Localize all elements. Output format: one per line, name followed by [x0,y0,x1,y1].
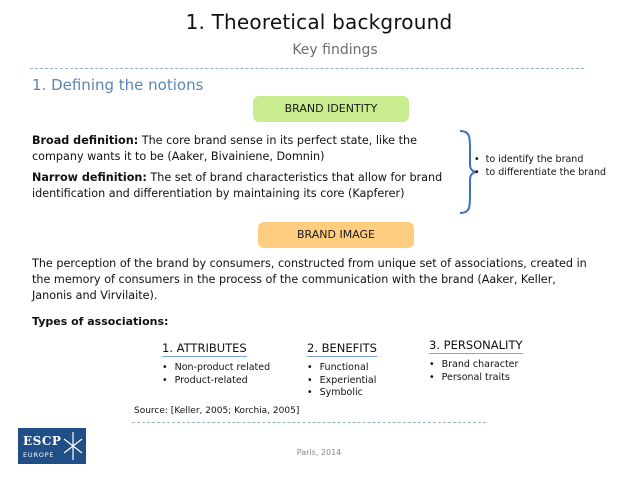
list-item: • to identify the brand [474,154,584,165]
curly-brace-icon [459,130,479,214]
list-item: Personal traits [429,372,523,385]
attributes-heading: 1. ATTRIBUTES [162,341,247,357]
associations-title: Types of associations: [32,315,169,328]
footer-text: Paris, 2014 [296,448,342,457]
identity-purpose-list: • to identify the brand • to differentia… [474,153,606,179]
list-item: Experiential [307,375,377,388]
list-item: Symbolic [307,387,377,400]
logo-text-sub: EUROPE [23,451,55,459]
list-item: • to differentiate the brand [474,167,607,178]
top-divider [30,68,584,69]
section-title: 1. Defining the notions [32,76,204,94]
logo-text-main: ESCP [23,434,62,448]
brand-image-label: BRAND IMAGE [258,222,414,248]
slide-title: 1. Theoretical background [185,10,453,34]
list-item: Brand character [429,359,523,372]
brand-image-definition: The perception of the brand by consumers… [32,257,587,302]
slide-subtitle: Key findings [292,42,378,58]
bottom-divider [132,422,486,423]
list-item: Non-product related [162,362,271,375]
list-item: Functional [307,362,377,375]
brand-identity-label: BRAND IDENTITY [253,96,409,122]
personality-heading: 3. PERSONALITY [429,338,523,354]
narrow-definition-term: Narrow definition: [32,171,147,184]
association-column-attributes: 1. ATTRIBUTES Non-product related Produc… [162,341,270,387]
benefits-heading: 2. BENEFITS [307,341,377,357]
broad-definition-text: The core brand sense in its perfect stat… [32,134,417,163]
narrow-definition: Narrow definition: The set of brand char… [32,170,457,202]
source-citation: Source: [Keller, 2005; Korchia, 2005] [134,406,300,416]
association-column-personality: 3. PERSONALITY Brand character Personal … [429,338,523,384]
list-item: Product-related [162,375,270,388]
escp-logo: ESCP EUROPE [18,428,86,464]
association-column-benefits: 2. BENEFITS Functional Experiential Symb… [307,341,377,400]
logo-star-icon [63,432,83,460]
broad-definition: Broad definition: The core brand sense i… [32,133,452,165]
narrow-definition-text: The set of brand characteristics that al… [32,171,443,200]
broad-definition-term: Broad definition: [32,134,139,147]
